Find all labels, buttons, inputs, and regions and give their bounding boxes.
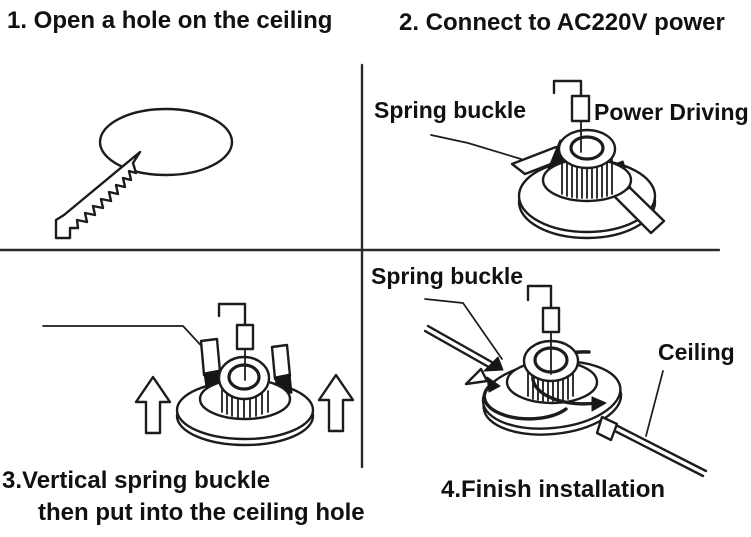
spring-buckle-right-upper: [270, 343, 292, 381]
step2-label-spring-buckle: Spring buckle: [374, 97, 527, 123]
spring-buckle-leader-line: [424, 298, 503, 360]
power-driver-connector: [235, 323, 255, 351]
ceiling-line-left: [423, 324, 499, 372]
step3-drawing: [42, 302, 355, 447]
step4-caption: 4.Finish installation: [441, 476, 666, 503]
lamp-top-hole: [569, 135, 605, 161]
ceiling-hole-ellipse: [98, 107, 234, 177]
step2-drawing: [430, 79, 666, 240]
step4-label-spring-buckle: Spring buckle: [371, 263, 524, 289]
spring-buckle-left-upper: [199, 337, 222, 377]
ceiling-clip: [595, 415, 619, 442]
power-wire-top: [552, 79, 583, 98]
up-arrow-right-icon: [317, 373, 355, 433]
step2-title: 2. Connect to AC220V power: [399, 9, 725, 36]
step3-caption-line1: 3.Vertical spring buckle: [2, 467, 271, 494]
ceiling-leader-line: [645, 370, 664, 437]
power-driver-connector: [570, 94, 591, 123]
step1-drawing: [54, 107, 234, 240]
power-driver-connector: [541, 306, 561, 334]
up-arrow-left-icon: [134, 375, 172, 435]
snap-arrow-icon: [464, 367, 489, 386]
power-wire-top: [526, 284, 553, 310]
step2-label-power-driving: Power Driving: [594, 99, 749, 125]
step4-label-ceiling: Ceiling: [658, 339, 735, 365]
step1-title: 1. Open a hole on the ceiling: [7, 7, 333, 34]
spring-buckle-leader-line: [430, 134, 522, 160]
ceiling-line-right: [601, 418, 708, 478]
step4-drawing: [423, 284, 708, 478]
buckle-leader-line: [42, 325, 208, 353]
power-wire-top: [217, 302, 247, 327]
lamp-top-hole: [227, 363, 261, 391]
saw-icon: [54, 150, 142, 240]
spring-tip-wedge: [483, 356, 504, 372]
step3-caption-line2: then put into the ceiling hole: [38, 499, 365, 526]
